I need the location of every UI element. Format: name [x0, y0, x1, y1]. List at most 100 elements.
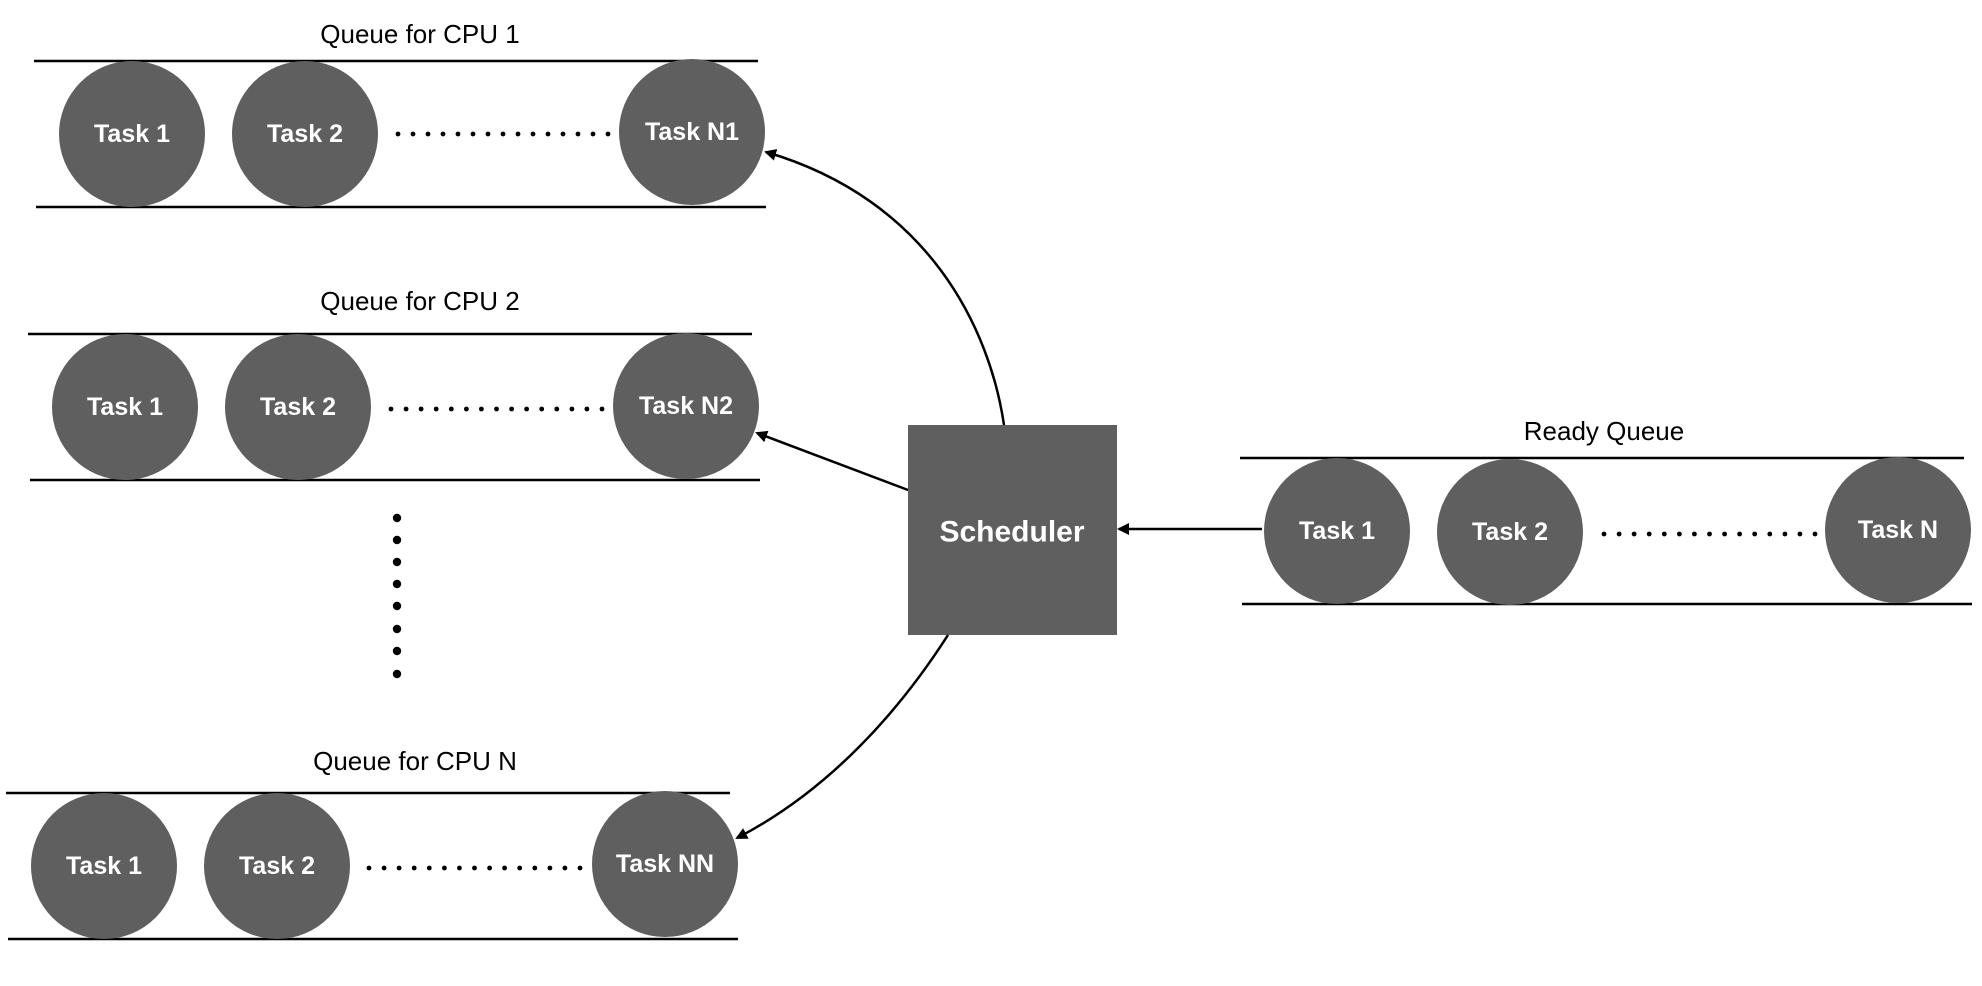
ellipsis-dot	[487, 865, 492, 871]
task-label: Task N	[1858, 516, 1938, 544]
ellipsis-dot	[395, 131, 401, 137]
ellipsis-dot	[569, 406, 575, 412]
ellipsis-dot	[562, 865, 568, 871]
ellipsis-dot	[1631, 531, 1637, 537]
task-node: Task NN	[592, 791, 738, 937]
ellipsis-dot	[455, 131, 461, 137]
queue-cpu-2: Queue for CPU 2 Task 1 Task 2 Task N2	[28, 286, 760, 482]
task-label: Task N2	[639, 392, 733, 420]
ellipsis-dot	[599, 406, 605, 412]
ellipsis-dot	[500, 131, 506, 137]
ellipsis-dot	[440, 131, 446, 137]
ellipsis-dot	[494, 406, 499, 412]
task-label: Task 2	[267, 120, 343, 148]
queue-cpu-n: Queue for CPU N Task 1 Task 2 Task NN	[6, 746, 738, 941]
ellipsis-dot	[472, 865, 477, 871]
ellipsis-dot	[575, 131, 581, 137]
ellipsis-dot	[532, 865, 538, 871]
arrow-scheduler-to-cpu2	[755, 430, 909, 492]
scheduler-label: Scheduler	[939, 516, 1084, 549]
ellipsis-dot	[584, 406, 590, 412]
ellipsis-dot	[1692, 531, 1697, 537]
ellipsis-dot	[1797, 531, 1803, 537]
ellipsis-dot	[515, 131, 521, 137]
task-label: Task 2	[239, 852, 315, 880]
ellipsis-dot	[509, 406, 514, 412]
queue-title: Queue for CPU 2	[320, 286, 519, 316]
ellipsis-dot	[388, 406, 394, 412]
ellipsis-dot	[1737, 531, 1742, 537]
ellipsis-dot	[457, 865, 462, 871]
task-label: Task N1	[645, 118, 739, 146]
ellipsis-dot	[605, 131, 611, 137]
task-node: Task 2	[232, 61, 378, 207]
ellipsis-dots	[366, 865, 583, 871]
ellipsis-dot	[530, 131, 536, 137]
ellipsis-dot	[448, 406, 454, 412]
ellipsis-dot	[1752, 531, 1758, 537]
ellipsis-dot	[539, 406, 545, 412]
ellipsis-dot	[396, 865, 402, 871]
ellipsis-dot	[545, 131, 551, 137]
ellipsis-dot	[425, 131, 431, 137]
task-label: Task 2	[260, 393, 336, 421]
scheduler-box	[908, 425, 1117, 635]
ellipsis-dot	[464, 406, 469, 412]
task-node: Task 1	[31, 793, 177, 939]
queue-cpu-1: Queue for CPU 1 Task 1 Task 2 Task N1	[34, 19, 766, 209]
task-label: Task 2	[1472, 518, 1548, 546]
ellipsis-dot	[479, 406, 484, 412]
ellipsis-dot	[1707, 531, 1712, 537]
task-node: Task 1	[1264, 458, 1410, 604]
ellipsis-dot	[524, 406, 529, 412]
task-node: Task N2	[613, 333, 759, 479]
task-node: Task N1	[619, 59, 765, 205]
ellipsis-dot	[411, 865, 417, 871]
ellipsis-dot	[1616, 531, 1622, 537]
task-label: Task 1	[87, 393, 163, 421]
ready-queue: Ready Queue Task 1 Task 2 Task N	[1240, 416, 1972, 606]
ellipsis-dot	[433, 406, 439, 412]
ellipsis-dot	[1677, 531, 1682, 537]
ellipsis-dot	[418, 406, 424, 412]
task-label: Task 1	[94, 120, 170, 148]
ellipsis-dot	[1601, 531, 1607, 537]
ellipsis-dot	[1722, 531, 1727, 537]
task-label: Task 1	[1299, 517, 1375, 545]
ellipsis-dot	[366, 865, 372, 871]
task-node: Task 2	[204, 793, 350, 939]
ellipsis-dot	[590, 131, 596, 137]
ellipsis-dot	[485, 131, 491, 137]
ellipsis-dot	[403, 406, 409, 412]
ellipsis-dot	[1812, 531, 1818, 537]
ellipsis-dot	[426, 865, 432, 871]
ellipsis-dots	[388, 406, 605, 412]
ellipsis-dots	[1601, 531, 1818, 537]
ellipsis-dot	[502, 865, 507, 871]
ellipsis-dot	[1646, 531, 1652, 537]
ellipsis-dot	[470, 131, 476, 137]
task-node: Task 2	[225, 334, 371, 480]
vertical-ellipsis	[392, 513, 402, 679]
task-node: Task 1	[59, 61, 205, 207]
ellipsis-dots	[395, 131, 611, 137]
ellipsis-dot	[1661, 531, 1667, 537]
queue-title: Queue for CPU 1	[320, 19, 519, 49]
ellipsis-dot	[554, 406, 560, 412]
arrow-scheduler-to-cpun	[735, 634, 950, 840]
queue-title: Queue for CPU N	[313, 746, 517, 776]
task-label: Task 1	[66, 852, 142, 880]
ellipsis-dot	[547, 865, 553, 871]
ellipsis-dot	[1767, 531, 1773, 537]
ellipsis-dot	[442, 865, 447, 871]
scheduler-node: Scheduler	[908, 425, 1117, 635]
task-node: Task 2	[1437, 459, 1583, 605]
task-label: Task NN	[616, 850, 714, 878]
task-node: Task 1	[52, 334, 198, 480]
ellipsis-dot	[560, 131, 566, 137]
queue-title: Ready Queue	[1524, 416, 1684, 446]
task-node: Task N	[1825, 457, 1971, 603]
ellipsis-dot	[577, 865, 583, 871]
ellipsis-dot	[1782, 531, 1788, 537]
